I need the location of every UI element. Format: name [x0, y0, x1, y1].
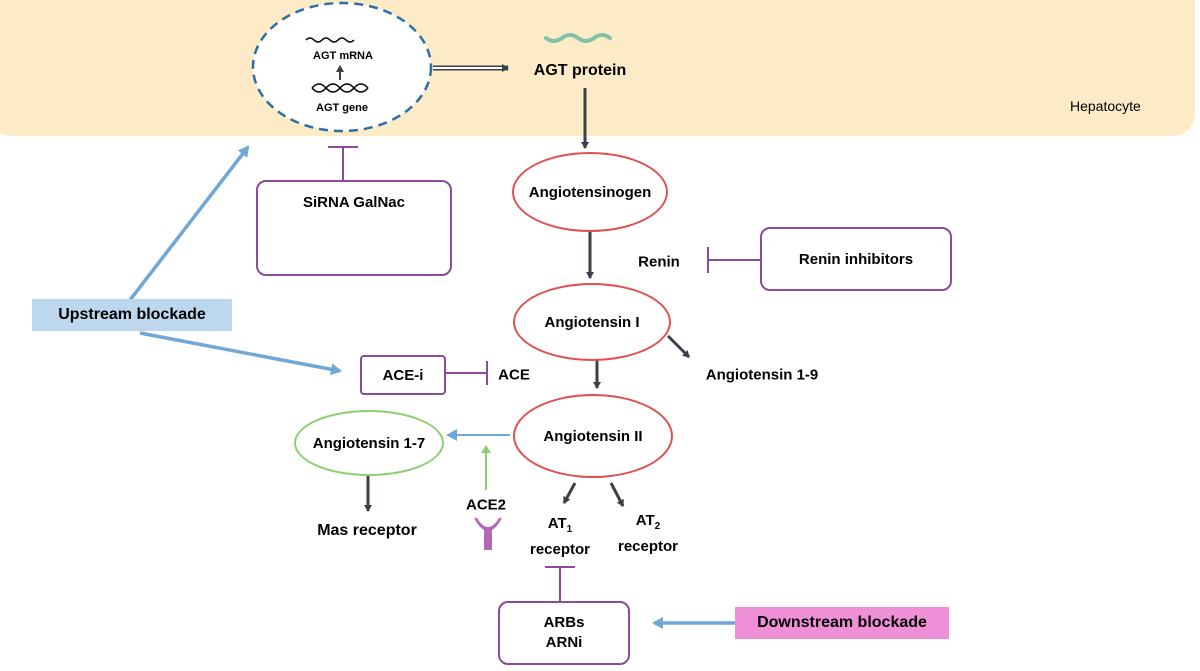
at1-subscript: 1: [566, 524, 573, 535]
at2-receptor-word: receptor: [617, 538, 679, 555]
upstream-to-nucleus-arrow: [128, 145, 250, 302]
agt-gene-label: AGT gene: [316, 102, 368, 114]
at1-main: AT: [547, 515, 567, 532]
ace-label: ACE: [498, 366, 530, 384]
ang2-to-at1-arrow: [562, 482, 577, 504]
angiotensin-ii-node: Angiotensin II: [513, 394, 673, 478]
at2-main: AT: [635, 512, 655, 529]
ace-i-box: ACE-i: [360, 355, 446, 395]
mrna-wave-icon: [305, 37, 355, 43]
arbs-label: ARBs: [543, 614, 585, 631]
angiotensin-i-node: Angiotensin I: [513, 283, 671, 361]
at2-subscript: 2: [654, 521, 661, 532]
renin-label: Renin: [638, 253, 680, 271]
angiotensin-1-7-node: Angiotensin 1-7: [294, 410, 444, 476]
sirna-galnac-box: SiRNA GalNac: [256, 180, 452, 276]
hepatocyte-region: [0, 0, 1195, 136]
downstream-blockade-tag: Downstream blockade: [735, 607, 949, 639]
renin-inhibitors-box: Renin inhibitors: [760, 227, 952, 291]
at2-receptor-label: AT2 receptor: [618, 511, 678, 557]
ang2-to-at2-arrow: [609, 482, 625, 507]
angiotensin-1-9-label: Angiotensin 1-9: [705, 366, 819, 384]
sirna-galnac-label: SiRNA GalNac: [303, 194, 405, 211]
dna-helix-icon: [311, 83, 369, 93]
at1-receptor-label: AT1 receptor: [530, 514, 590, 560]
upstream-to-acei-arrow: [139, 331, 342, 376]
ang1-to-ang19-arrow: [666, 334, 691, 359]
protein-squiggle-icon: [544, 33, 612, 43]
arni-label: ARNi: [545, 634, 583, 651]
upstream-blockade-tag: Upstream blockade: [32, 299, 232, 331]
arbs-arni-box: ARBs ARNi: [498, 601, 630, 665]
angiotensinogen-node: Angiotensinogen: [512, 152, 668, 232]
agt-protein-label: AGT protein: [533, 62, 627, 79]
ace2-label: ACE2: [465, 496, 507, 514]
mas-receptor-label: Mas receptor: [317, 522, 417, 539]
ace2-receptor-icon: [474, 518, 502, 550]
agt-mrna-label: AGT mRNA: [313, 50, 373, 62]
at1-receptor-word: receptor: [529, 541, 591, 558]
hepatocyte-label: Hepatocyte: [1070, 98, 1141, 114]
